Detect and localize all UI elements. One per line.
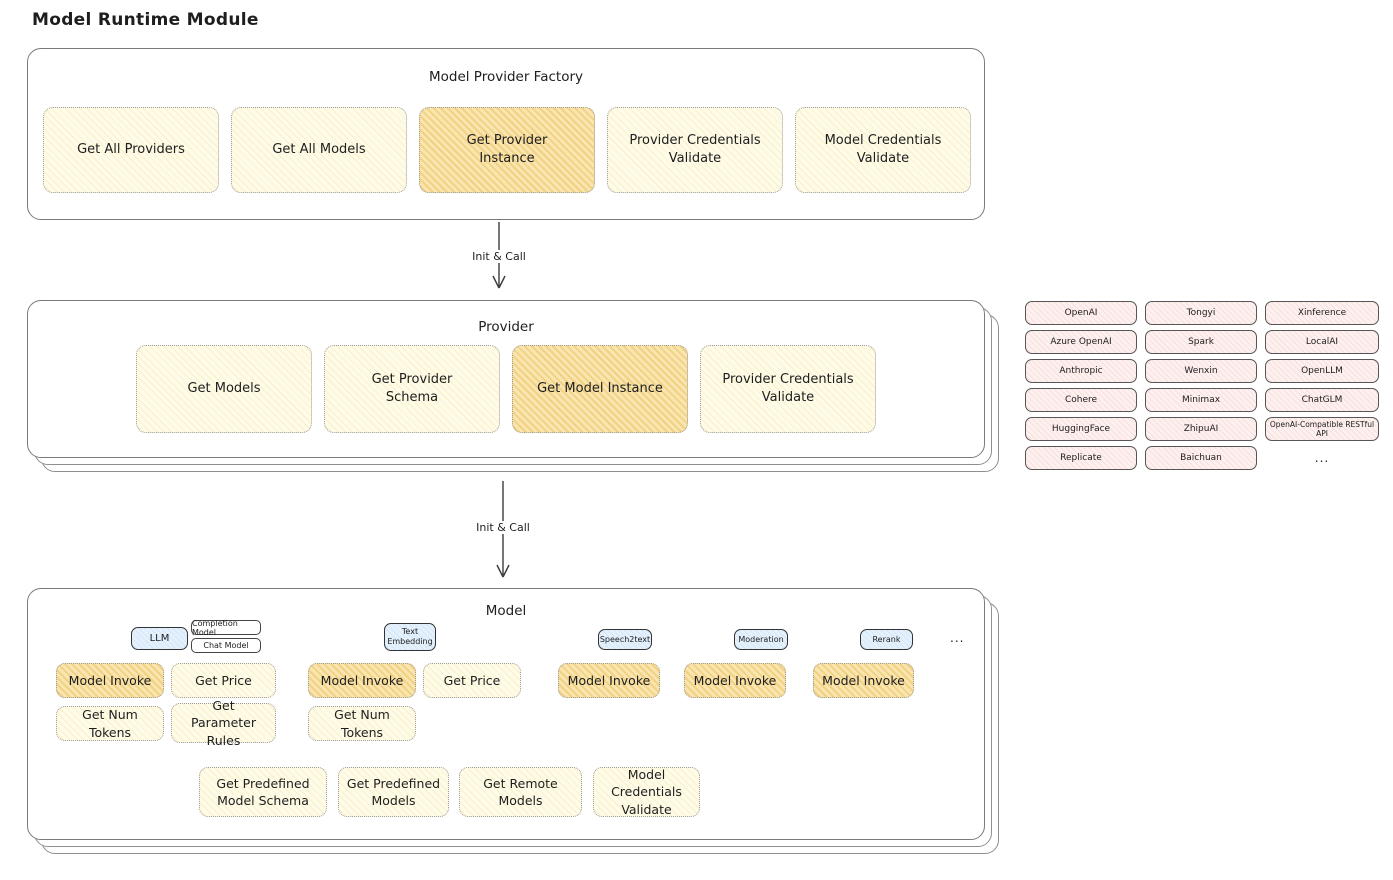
chip-minimax: Minimax — [1145, 388, 1257, 412]
chip-chatglm: ChatGLM — [1265, 388, 1379, 412]
chip-spark: Spark — [1145, 330, 1257, 354]
node-get-predefined-model-schema: Get Predefined Model Schema — [199, 767, 327, 817]
node-llm-get-parameter-rules: Get Parameter Rules — [171, 698, 276, 748]
node-get-predefined-models: Get Predefined Models — [338, 767, 449, 817]
model-box: Model LLM Completion Model Chat Model Te… — [27, 588, 985, 840]
node-llm-get-price: Get Price — [171, 663, 276, 698]
chip-azure-openai: Azure OpenAI — [1025, 330, 1137, 354]
node-get-provider-schema: Get Provider Schema — [324, 345, 500, 433]
factory-box: Model Provider Factory Get All Providers… — [27, 48, 985, 220]
provider-box: Provider Get Models Get Provider Schema … — [27, 300, 985, 458]
node-moderation-model-invoke: Model Invoke — [684, 663, 786, 698]
node-embedding-get-num-tokens: Get Num Tokens — [308, 706, 416, 741]
node-embedding-get-price: Get Price — [423, 663, 521, 698]
provider-title: Provider — [478, 319, 534, 335]
chip-baichuan: Baichuan — [1145, 446, 1257, 470]
tab-speech2text: Speech2text — [598, 629, 652, 650]
factory-button-row: Get All Providers Get All Models Get Pro… — [43, 107, 971, 193]
factory-title: Model Provider Factory — [428, 69, 583, 85]
arrow-label-init-call-2: Init & Call — [471, 521, 535, 534]
node-llm-model-invoke: Model Invoke — [56, 663, 164, 698]
chip-wenxin: Wenxin — [1145, 359, 1257, 383]
tab-chat-model: Chat Model — [191, 638, 261, 653]
node-get-provider-instance: Get Provider Instance — [419, 107, 595, 193]
node-rerank-model-invoke: Model Invoke — [813, 663, 914, 698]
provider-chip-grid: OpenAI Tongyi Xinference Azure OpenAI Sp… — [1025, 301, 1379, 470]
chip-cohere: Cohere — [1025, 388, 1137, 412]
provider-button-row: Get Models Get Provider Schema Get Model… — [28, 345, 984, 433]
node-get-all-providers: Get All Providers — [43, 107, 219, 193]
node-speech2text-model-invoke: Model Invoke — [558, 663, 660, 698]
tab-moderation: Moderation — [734, 629, 788, 650]
chip-openllm: OpenLLM — [1265, 359, 1379, 383]
chip-tongyi: Tongyi — [1145, 301, 1257, 325]
model-title: Model — [485, 603, 527, 619]
tab-text-embedding: Text Embedding — [384, 623, 436, 651]
tabs-more-ellipsis: ... — [950, 631, 965, 645]
chip-zhipuai: ZhipuAI — [1145, 417, 1257, 441]
node-provider-credentials-validate: Provider Credentials Validate — [607, 107, 783, 193]
arrow-label-init-call-1: Init & Call — [467, 250, 531, 263]
tab-llm: LLM — [131, 627, 188, 650]
node-get-remote-models: Get Remote Models — [459, 767, 582, 817]
chip-anthropic: Anthropic — [1025, 359, 1137, 383]
node-llm-get-num-tokens: Get Num Tokens — [56, 706, 164, 741]
chip-localai: LocalAI — [1265, 330, 1379, 354]
node-get-model-instance: Get Model Instance — [512, 345, 688, 433]
chip-replicate: Replicate — [1025, 446, 1137, 470]
chip-openai-compatible-restful-api: OpenAI-Compatible RESTful API — [1265, 417, 1379, 441]
node-embedding-model-invoke: Model Invoke — [308, 663, 416, 698]
node-provider-credentials-validate-2: Provider Credentials Validate — [700, 345, 876, 433]
chips-more-ellipsis: ... — [1314, 451, 1330, 465]
node-model-credentials-validate: Model Credentials Validate — [795, 107, 971, 193]
chip-xinference: Xinference — [1265, 301, 1379, 325]
node-get-all-models: Get All Models — [231, 107, 407, 193]
chip-huggingface: HuggingFace — [1025, 417, 1137, 441]
tab-rerank: Rerank — [860, 629, 913, 650]
tab-completion-model: Completion Model — [191, 619, 261, 637]
page-title: Model Runtime Module — [32, 10, 259, 30]
node-model-credentials-validate-2: Model Credentials Validate — [593, 767, 700, 817]
node-get-models: Get Models — [136, 345, 312, 433]
chip-openai: OpenAI — [1025, 301, 1137, 325]
